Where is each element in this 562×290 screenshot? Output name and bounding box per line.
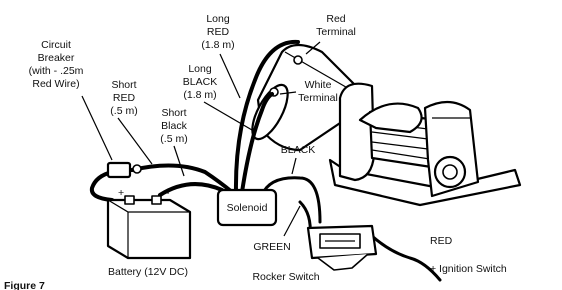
red-terminal-label-line2: Terminal [316,26,356,38]
short-red-label: Short RED (.5 m) [110,79,137,117]
circuit-breaker-label-line1: Circuit [41,39,71,51]
battery-edges [107,199,190,258]
leader-lines [81,41,321,237]
battery-body [106,198,192,260]
leader-long-red [219,53,241,99]
circuit-breaker [106,161,142,179]
battery-minus-mark: - [166,187,170,199]
battery-plus-mark: + [118,187,124,199]
short-red-wire [130,163,234,194]
circuit-breaker-label-line4: Red Wire) [32,78,79,90]
leader-short-red [117,117,153,165]
white-terminal-label: White Terminal [298,79,338,104]
battery: + - [106,187,192,260]
circuit-breaker-label-line2: Breaker [38,52,75,64]
leader-short-black [173,145,185,177]
green-wire-label: GREEN [253,241,290,253]
leader-green [283,205,301,237]
white-terminal-label-line2: Terminal [298,92,338,104]
white-terminal-label-line1: White [305,79,332,91]
circuit-breaker-label: Circuit Breaker (with - .25m Red Wire) [29,39,84,90]
short-red-label-line2: RED [113,92,136,104]
solenoid-body [216,188,278,227]
long-red-wire [233,39,300,194]
short-red-label-line1: Short [111,79,136,91]
red-wire-label: RED [430,235,453,247]
leader-black [291,157,297,175]
long-black-label: Long BLACK (1.8 m) [183,63,217,101]
motor-end-cap [251,83,289,141]
short-black-label-line1: Short [161,107,186,119]
long-black-label-line2: BLACK [183,76,217,88]
red-terminal-label: Red Terminal [316,13,356,38]
breaker-red-wire [89,170,114,202]
circuit-breaker-label-line3: (with - .25m [29,65,84,77]
leader-white-terminal [279,91,297,95]
leader-circuit-breaker [81,95,113,161]
leader-long-black [203,101,253,131]
battery-positive-post [124,195,135,205]
drum-top [358,102,423,134]
long-black-label-line3: (1.8 m) [183,89,216,101]
clutch-knob-center [442,164,458,180]
red-terminal-post [293,55,303,65]
long-red-label-line3: (1.8 m) [201,39,234,51]
long-red-label: Long RED (1.8 m) [201,13,234,51]
solenoid-label: Solenoid [227,202,268,214]
red-ignition-wire [370,234,442,282]
winch [251,43,522,207]
black-wire [260,176,322,224]
long-red-label-line1: Long [206,13,230,25]
long-red-label-line2: RED [207,26,230,38]
leader-red-terminal [305,41,321,55]
battery-negative-post [151,195,162,205]
long-black-wire [240,92,274,194]
long-black-label-line1: Long [188,63,212,75]
short-black-wire [158,182,224,197]
wiring [89,39,442,282]
ignition-switch-label: + Ignition Switch [430,263,507,275]
black-wire-label: BLACK [281,144,315,156]
battery-label: Battery (12V DC) [108,266,188,278]
rocker-switch-bracket [317,253,369,271]
circuit-breaker-body [106,161,132,179]
rocker-switch-label: Rocker Switch [252,271,319,283]
short-black-label-line2: Black [161,120,187,132]
short-red-label-line3: (.5 m) [110,105,137,117]
figure-caption: Figure 7 [4,280,45,290]
red-terminal-label-line1: Red [326,13,345,25]
solenoid: Solenoid [216,188,278,227]
rocker-switch [306,224,378,271]
left-end-housing [338,82,376,182]
short-black-label-line3: (.5 m) [160,133,187,145]
short-black-label: Short Black (.5 m) [160,107,187,145]
circuit-breaker-terminal [132,164,142,174]
